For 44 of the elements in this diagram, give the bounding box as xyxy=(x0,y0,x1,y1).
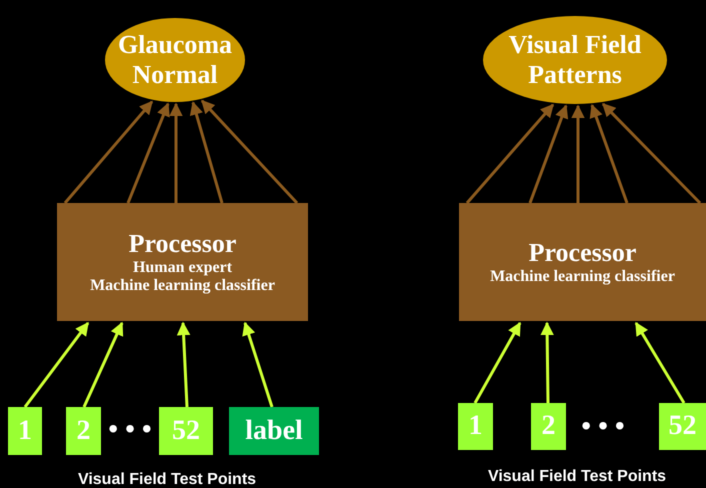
class-label: Glaucoma Normal xyxy=(116,30,234,90)
arrow xyxy=(126,102,170,204)
ellipsis: • • • xyxy=(581,411,625,443)
arrow xyxy=(474,322,522,404)
box-subtitle: Human expert xyxy=(132,258,232,277)
arrow xyxy=(571,104,585,203)
box-title: Processor xyxy=(128,228,236,259)
arrow xyxy=(466,104,554,204)
input-box xyxy=(229,407,319,455)
process-box xyxy=(459,203,706,321)
box-subtitle: Machine learning classifier xyxy=(90,276,275,296)
input-box xyxy=(531,403,566,450)
arrow xyxy=(169,102,183,203)
input-box xyxy=(159,407,213,455)
axis-caption: Visual Field Test Points xyxy=(488,468,666,486)
arrow xyxy=(540,322,554,404)
arrow xyxy=(190,101,224,204)
arrow xyxy=(82,322,124,408)
arrow xyxy=(200,100,298,204)
point-number: 2 xyxy=(542,410,556,443)
arrow xyxy=(602,102,702,204)
arrow xyxy=(634,322,686,404)
process-box xyxy=(57,203,308,321)
ellipsis: • • • xyxy=(108,414,152,446)
box-subtitle: Machine learning classifier xyxy=(490,268,675,286)
arrow xyxy=(590,104,628,204)
point-number: 1 xyxy=(468,410,482,443)
input-box xyxy=(8,407,42,455)
input-box xyxy=(66,407,101,455)
class-label: Visual Field Patterns xyxy=(508,30,642,90)
input-label: label xyxy=(245,414,303,448)
arrow xyxy=(528,104,568,204)
input-box xyxy=(659,403,706,450)
arrow xyxy=(64,100,154,204)
arrow xyxy=(242,322,274,408)
point-number: 2 xyxy=(76,414,90,448)
arrow xyxy=(24,322,90,408)
box-title: Processor xyxy=(528,238,636,268)
arrow xyxy=(176,322,190,408)
point-number: 52 xyxy=(172,414,200,448)
axis-caption: Visual Field Test Points xyxy=(78,471,256,488)
point-number: 52 xyxy=(668,410,696,443)
input-box xyxy=(458,403,493,450)
point-number: 1 xyxy=(18,414,32,448)
